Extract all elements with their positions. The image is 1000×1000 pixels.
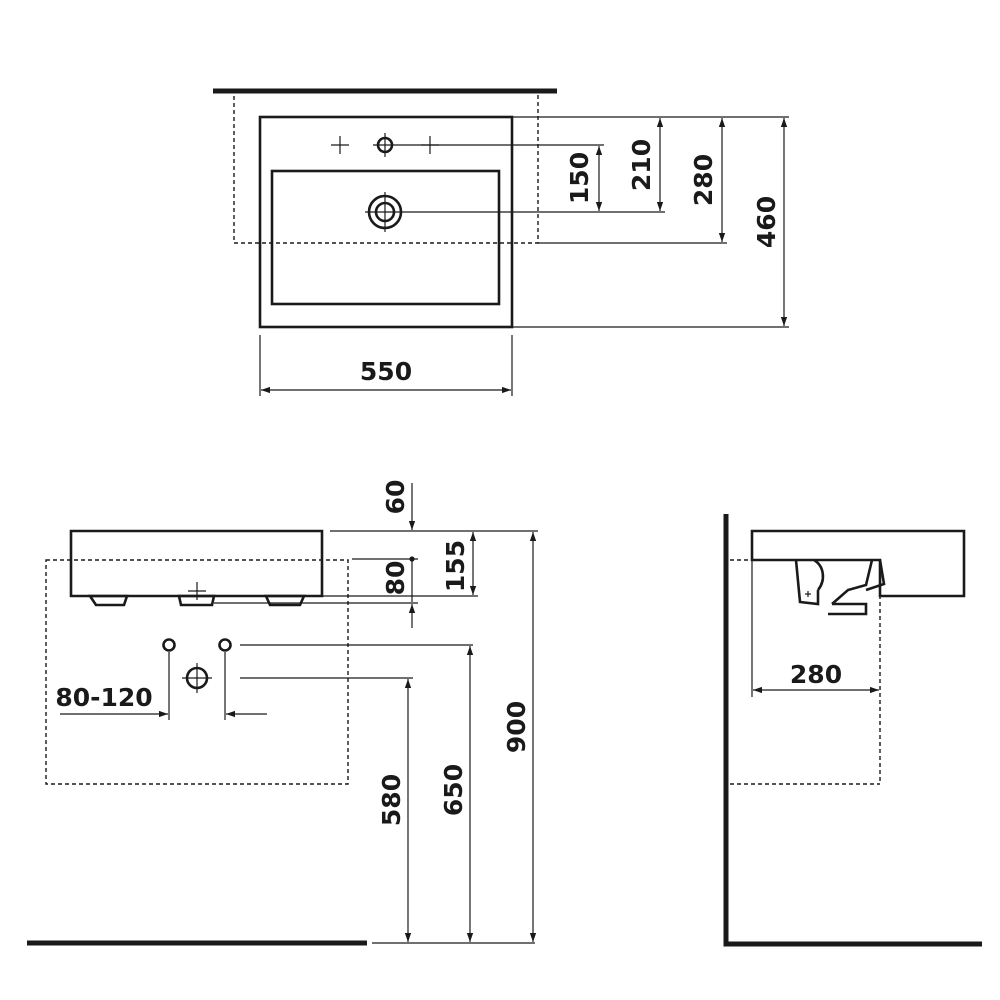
- dimension-label-rim: 60: [381, 480, 410, 515]
- dimension-label-side: 280: [790, 660, 842, 689]
- waste-connection: [182, 663, 212, 693]
- dimension-label-bowl-offset: 80: [381, 561, 410, 596]
- dimension-label-supply-height: 650: [439, 764, 468, 816]
- basin-foot-right: [263, 594, 307, 607]
- bowl-outline-top: [270, 169, 501, 306]
- basin-outline-top: [258, 115, 514, 329]
- supply-connection-left: [162, 638, 176, 652]
- top-view: 550 150 210 280 460: [213, 88, 789, 396]
- tap-hole-center: [373, 133, 397, 157]
- side-view: 280: [723, 514, 982, 947]
- mounting-zone-top: [233, 90, 539, 244]
- dimension-label-tap-hole: 150: [565, 152, 594, 204]
- dimension-label-width: 550: [360, 357, 412, 386]
- drain-top: [365, 192, 405, 232]
- reference-point: [409, 556, 415, 562]
- dimension-label-bowl: 280: [689, 154, 718, 206]
- dimension-label-overall-height: 900: [502, 701, 531, 753]
- dimension-label-overflow: 210: [627, 139, 656, 191]
- basin-foot-left: [87, 594, 129, 607]
- supply-connection-right: [218, 638, 232, 652]
- tap-hole-left: [331, 136, 349, 154]
- trap-side: [794, 558, 886, 616]
- wall-floor-line-side: [723, 514, 982, 947]
- dimension-label-supply-spacing: 80-120: [55, 683, 152, 712]
- dimension-label-depth: 460: [752, 196, 781, 248]
- basin-foot-center: [177, 594, 216, 607]
- mounting-zone-front: [45, 559, 349, 785]
- front-view: 60 80 155 80-120 580 650 900: [27, 480, 538, 946]
- dimension-label-waste-height: 580: [377, 774, 406, 826]
- dimension-label-basin-height: 155: [441, 540, 470, 592]
